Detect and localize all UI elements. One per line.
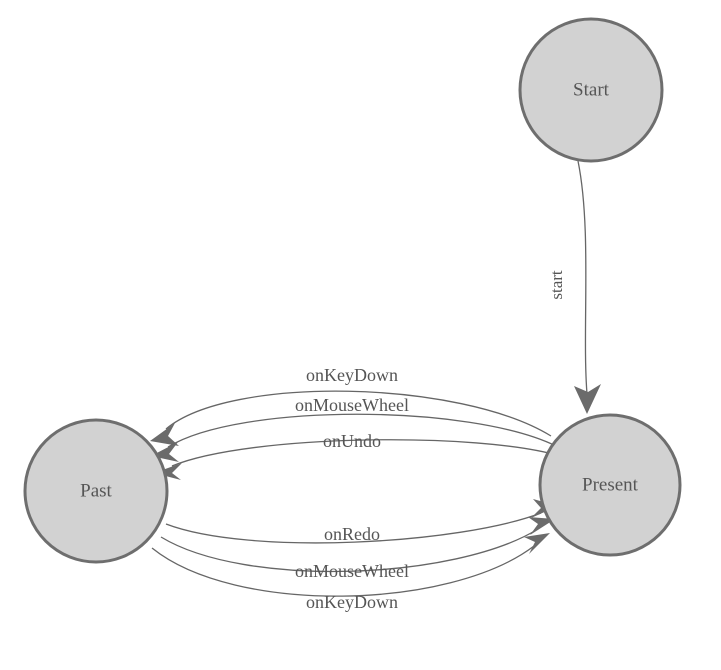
edge-label-past-present-keydown: onKeyDown bbox=[306, 592, 398, 612]
edge-present-to-past-undo[interactable] bbox=[154, 439, 561, 480]
edge-label-past-present-mousewheel: onMouseWheel bbox=[295, 561, 409, 581]
node-present-label: Present bbox=[582, 474, 639, 495]
node-past-circle bbox=[23, 418, 169, 564]
arrowhead-present-past-undo bbox=[154, 463, 182, 480]
edge-path-past-present-mousewheel bbox=[160, 528, 539, 573]
node-past-label: Past bbox=[80, 480, 112, 501]
edge-path-past-present-redo bbox=[165, 512, 542, 544]
edge-past-to-present-mousewheel[interactable] bbox=[160, 517, 555, 573]
node-past[interactable]: Past bbox=[23, 418, 169, 564]
node-start-circle bbox=[518, 17, 664, 163]
edge-path-present-past-mousewheel bbox=[167, 413, 557, 448]
arrowhead-start-present bbox=[574, 384, 601, 414]
edge-label-present-past-mousewheel: onMouseWheel bbox=[295, 395, 409, 415]
edge-path-start-present bbox=[577, 160, 588, 395]
node-present[interactable]: Present bbox=[538, 413, 682, 557]
arrowhead-past-present-keydown bbox=[524, 533, 550, 554]
edge-present-to-past-keydown[interactable] bbox=[150, 390, 552, 446]
node-start-label: Start bbox=[573, 79, 610, 100]
edge-past-to-present-keydown[interactable] bbox=[151, 533, 550, 597]
edge-label-past-present-redo: onRedo bbox=[324, 524, 380, 544]
arrowhead-past-present-mousewheel bbox=[528, 517, 555, 535]
edge-path-present-past-keydown bbox=[165, 390, 552, 437]
edge-label-present-past-keydown: onKeyDown bbox=[306, 365, 398, 385]
edge-path-past-present-keydown bbox=[151, 545, 535, 597]
edge-label-start: start bbox=[547, 270, 566, 300]
node-present-circle bbox=[538, 413, 682, 557]
arrowhead-present-past-keydown bbox=[150, 423, 179, 446]
node-start[interactable]: Start bbox=[518, 17, 664, 163]
edge-label-present-past-undo: onUndo bbox=[323, 431, 381, 451]
edge-start-to-present[interactable] bbox=[574, 160, 601, 414]
edge-path-present-past-undo bbox=[171, 439, 561, 467]
